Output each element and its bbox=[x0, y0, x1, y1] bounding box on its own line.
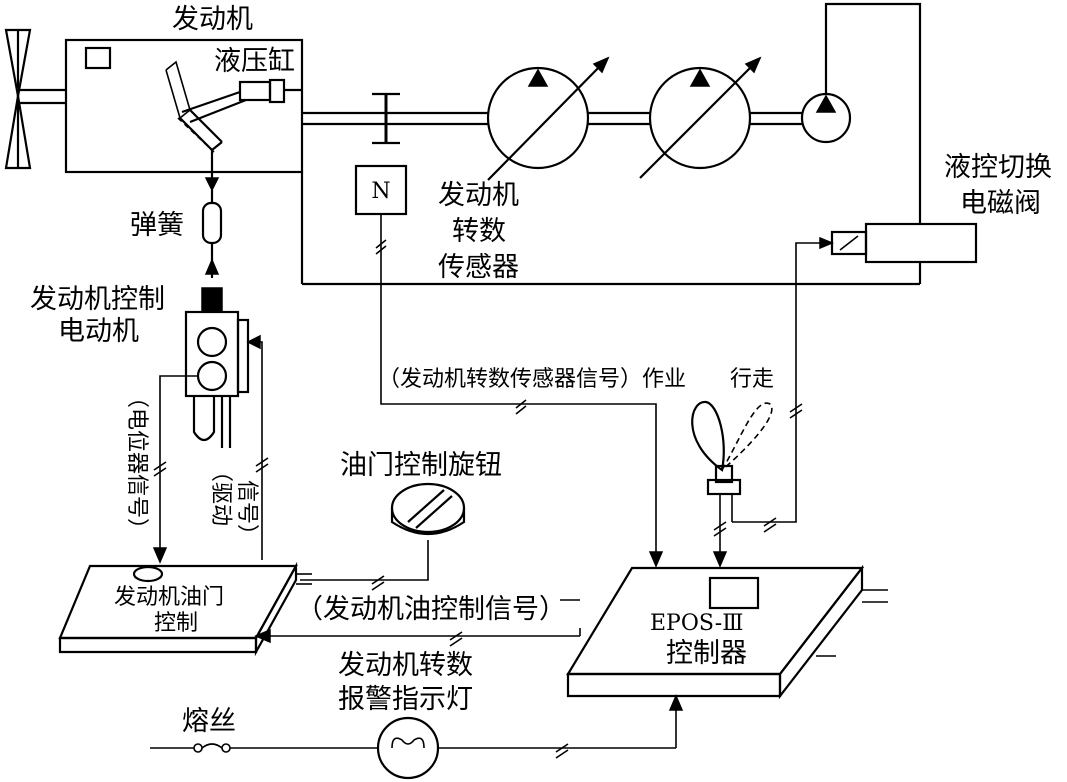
label-throttle-control-2: 控制 bbox=[154, 611, 198, 636]
label-controller-1: EPOS-Ⅲ bbox=[650, 611, 743, 636]
throttle-knob bbox=[300, 482, 466, 581]
epos-controller bbox=[560, 564, 888, 700]
label-switch-valve-2: 电磁阀 bbox=[960, 188, 1041, 219]
engine-block bbox=[64, 38, 304, 185]
solenoid-switch-valve bbox=[732, 222, 978, 523]
label-alarm-lamp-1: 发动机转数 bbox=[338, 650, 473, 681]
label-spring: 弹簧 bbox=[130, 210, 184, 241]
pilot-pump bbox=[800, 2, 922, 224]
label-travel: 行走 bbox=[730, 367, 774, 392]
pilot-circuit bbox=[300, 172, 922, 286]
label-hydraulic-cylinder: 液压缸 bbox=[214, 46, 295, 77]
label-fuse: 熔丝 bbox=[182, 706, 236, 737]
label-drive-signal-2: 信号） bbox=[234, 480, 259, 546]
variable-pump-1 bbox=[486, 56, 610, 181]
label-throttle-control-1: 发动机油门 bbox=[114, 585, 224, 610]
cooling-fan bbox=[4, 28, 66, 170]
engine-control-motor bbox=[152, 287, 263, 564]
label-engine-control-motor-1: 发动机控制 bbox=[30, 284, 165, 315]
label-alarm-lamp-2: 报警指示灯 bbox=[338, 684, 473, 715]
alarm-lamp-circuit bbox=[150, 694, 684, 780]
label-speed-sensor-1: 发动机 bbox=[438, 180, 519, 211]
label-speed-sensor-2: 转数 bbox=[452, 216, 506, 247]
variable-pump-2 bbox=[639, 56, 762, 179]
label-switch-valve-1: 液控切换 bbox=[944, 152, 1052, 183]
speed-sensor: N bbox=[354, 164, 664, 568]
label-controller-2: 控制器 bbox=[666, 638, 747, 669]
drive-shaft bbox=[302, 92, 802, 145]
label-speed-sensor-signal: （发动机转数传感器信号）作业 bbox=[378, 367, 686, 392]
label-engine-control-motor-2: 电动机 bbox=[58, 316, 139, 347]
label-drive-signal-1: （驱动 bbox=[208, 460, 233, 526]
label-engine: 发动机 bbox=[172, 4, 253, 35]
wire-break-marks bbox=[153, 239, 803, 759]
label-throttle-signal: （发动机油控制信号） bbox=[296, 594, 566, 625]
travel-work-switch bbox=[691, 400, 773, 568]
sensor-symbol: N bbox=[371, 179, 390, 204]
label-throttle-knob: 油门控制旋钮 bbox=[340, 450, 502, 481]
throttle-control-board bbox=[58, 561, 580, 657]
label-potentiometer-signal: （电位器信号） bbox=[124, 386, 149, 540]
label-speed-sensor-3: 传感器 bbox=[438, 252, 519, 283]
spring-link bbox=[201, 177, 223, 278]
